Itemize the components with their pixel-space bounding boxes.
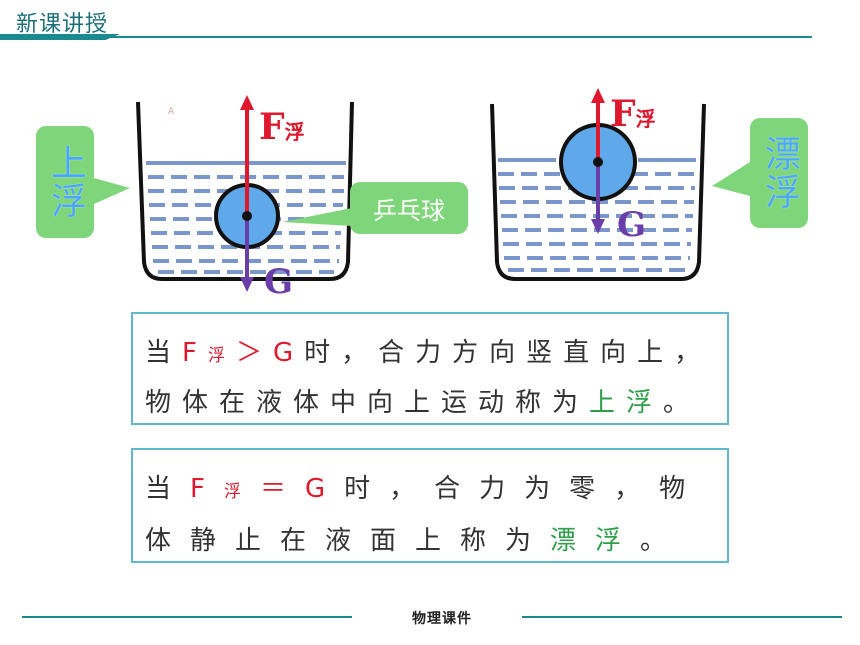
callout-floating-label: 漂浮 (759, 135, 800, 211)
rising-line-2: 物体在液体中向上运动称为上浮。 (145, 388, 701, 418)
left-buoyancy-label: F浮 (259, 106, 305, 148)
floating-explanation-box: 当F浮＝G时，合力为零，物 体静止在液面上称为漂浮。 (131, 448, 729, 563)
right-buoyancy-label: F浮 (610, 93, 656, 135)
floating-line-1: 当F浮＝G时，合力为零，物 (145, 474, 705, 504)
right-beaker (490, 103, 706, 281)
footer-divider-right (522, 616, 842, 618)
callout-ping-pong-ball: 乒乓球 (350, 182, 468, 234)
header-divider (0, 36, 812, 38)
rising-line-1: 当F浮＞G时，合力方向竖直向上， (145, 338, 712, 368)
footer-label: 物理课件 (412, 611, 472, 627)
callout-rising-label: 上浮 (45, 144, 86, 220)
stray-mark: A (168, 107, 175, 117)
footer-divider-left (22, 616, 352, 618)
rising-explanation-box: 当F浮＞G时，合力方向竖直向上， 物体在液体中向上运动称为上浮。 (131, 312, 729, 425)
floating-line-2: 体静止在液面上称为漂浮。 (145, 526, 686, 556)
callout-rising: 上浮 (36, 126, 94, 238)
page-header-title: 新课讲授 (16, 12, 109, 37)
right-gravity-label: G (617, 205, 647, 245)
left-gravity-label: G (264, 262, 294, 302)
callout-floating: 漂浮 (750, 118, 808, 228)
